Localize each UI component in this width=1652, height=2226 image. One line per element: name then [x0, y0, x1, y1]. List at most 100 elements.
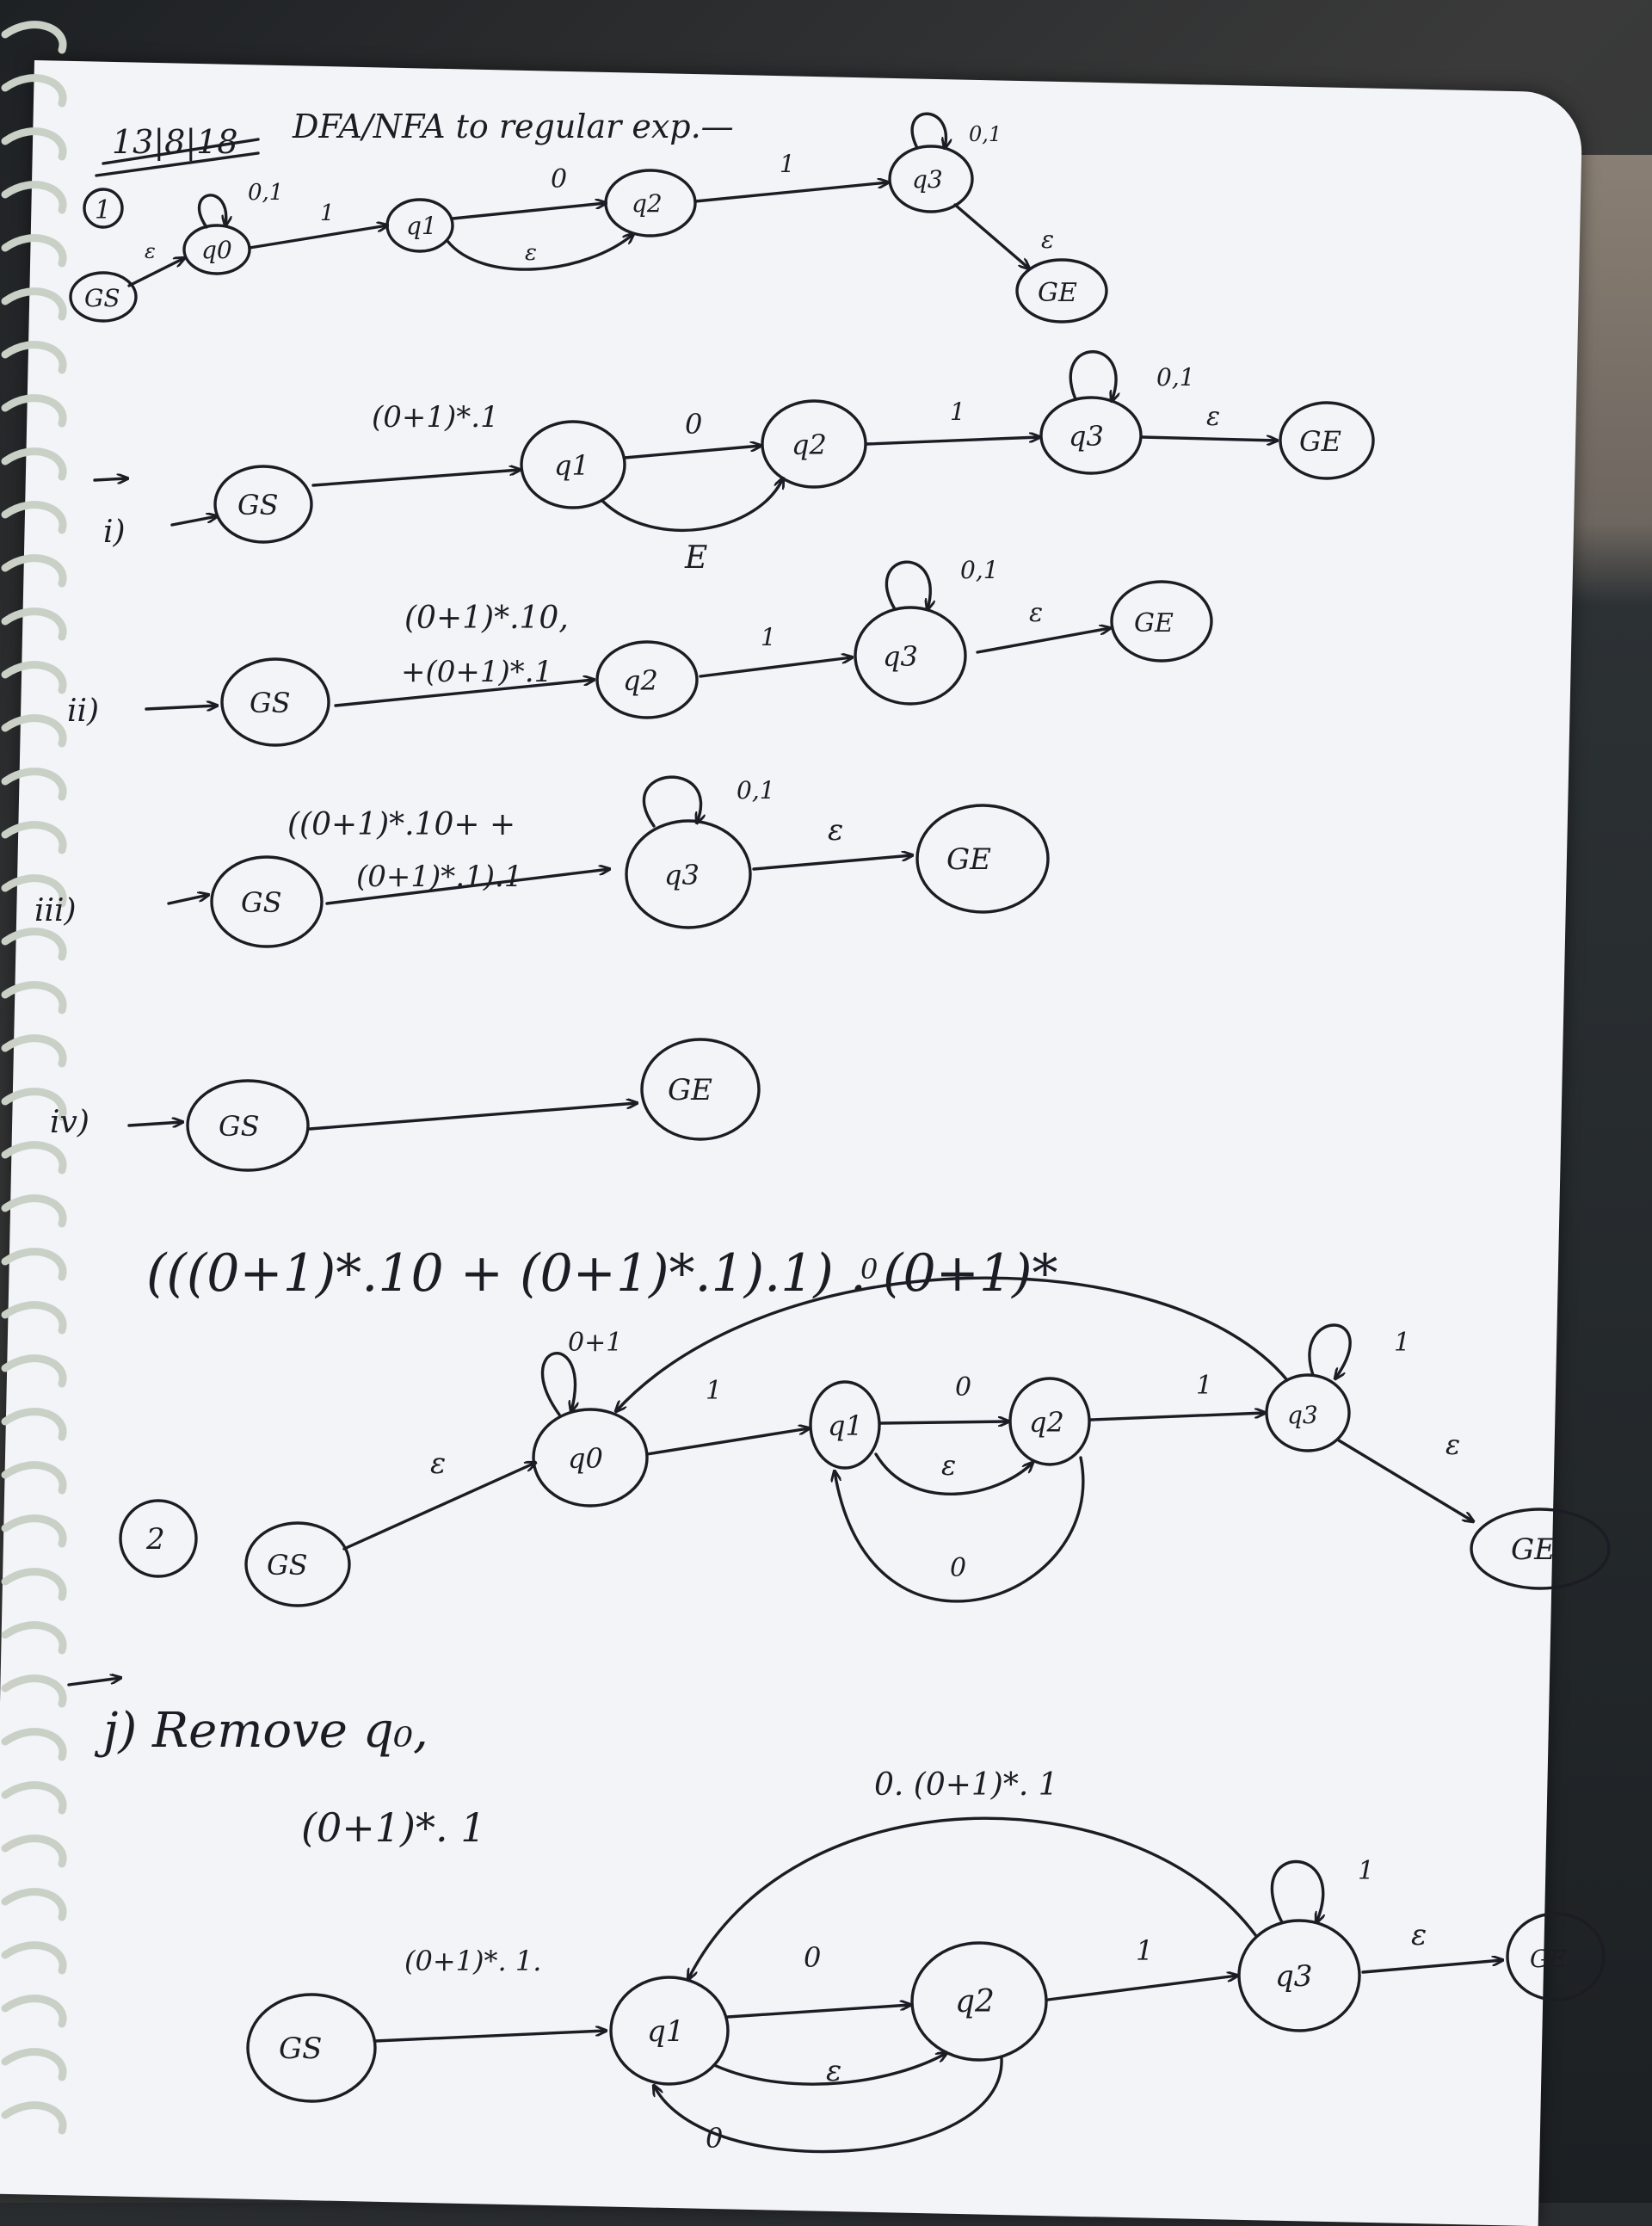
e2-state-ge — [1470, 1508, 1611, 1590]
spiral-ring — [1, 821, 67, 854]
d2-state-ge-label: GE — [1299, 425, 1341, 458]
e2-edge-q2-q3 — [1089, 1413, 1265, 1421]
j-state-gs-label: GS — [279, 2032, 322, 2066]
e2-edge-q3-loop — [1308, 1323, 1352, 1378]
header-title: DFA/NFA to regular exp.— — [292, 108, 734, 145]
spiral-ring — [1, 768, 67, 801]
spiral-ring — [1, 181, 67, 214]
d4-edge-q3-ge — [752, 855, 912, 871]
e2-edge-q1-q2-eps — [874, 1452, 1032, 1495]
d3-edge-q3-loop — [885, 560, 930, 609]
d3-state-gs — [220, 657, 330, 747]
d4-edge-gs-q3-label-bottom: (0+1)*.1).1 — [356, 860, 522, 894]
j-state-q3-label: q3 — [1275, 1959, 1312, 1994]
j-edge-q3-ge-label: ε — [1411, 1918, 1427, 1952]
spiral-ring — [1, 2048, 67, 2081]
spiral-ring — [1, 1354, 67, 1388]
e2-state-q1-label: q1 — [828, 1409, 863, 1442]
d5-state-gs — [186, 1079, 310, 1172]
spiral-ring — [1, 1301, 67, 1335]
spiral-binding — [1, 21, 67, 2135]
d4-edge-q3-ge-label: ε — [828, 813, 843, 848]
j-note: (0+1)*. 1 — [301, 1804, 485, 1851]
j-edge-q2-q3 — [1046, 1976, 1237, 2001]
d4-state-ge-label: GE — [946, 842, 991, 877]
d1-edge-q1-q2 — [451, 203, 606, 220]
spiral-ring — [1, 1781, 67, 1815]
e2-state-q0 — [532, 1408, 649, 1508]
d2-state-q2-label: q2 — [792, 429, 827, 461]
e2-edge-q1-q2-label: 0 — [955, 1372, 971, 1403]
spiral-ring — [1, 981, 67, 1014]
d1-edge-q1-q2-eps — [446, 234, 633, 271]
j-state-ge-label: GE — [1530, 1945, 1567, 1973]
spiral-ring — [1, 1621, 67, 1655]
j-edge-q3-ge — [1361, 1960, 1502, 1974]
d1-edge-q0-loop-label: 0,1 — [248, 180, 283, 206]
j-start-arrow — [67, 1678, 120, 1686]
e2-edge-q3-q0-arc-label: 0 — [860, 1253, 878, 1286]
d2-edge-q3-loop-label: 0,1 — [1156, 363, 1195, 392]
e2-edge-q3-ge-label: ε — [1446, 1428, 1460, 1461]
d2-edge-q1-q2-eps-label: E — [684, 540, 707, 576]
d4-state-q3-label: q3 — [664, 859, 700, 891]
d4-state-q3 — [625, 819, 752, 929]
spiral-ring — [1, 1194, 67, 1228]
spiral-ring — [1, 1568, 67, 1601]
d1-edge-q2-q3-label: 1 — [780, 150, 795, 178]
d3-edge-q3-ge-label: ε — [1029, 598, 1043, 628]
step-ii-label: ii) — [67, 694, 99, 729]
e2-edge-q1-q2 — [878, 1421, 1008, 1423]
d1-edge-q1-q2-eps-label: ε — [525, 240, 537, 266]
d2-start-arrow — [93, 478, 127, 480]
spiral-ring — [1, 714, 67, 748]
step-j-label: j) Remove q₀, — [94, 1703, 428, 1759]
d3-state-q2-label: q2 — [623, 664, 658, 697]
d3-state-q2 — [595, 640, 699, 719]
d1-edge-gs-q0 — [127, 258, 184, 287]
d3-edge-q3-loop-label: 0,1 — [960, 556, 999, 584]
d4-edge-gs-q3 — [325, 869, 609, 905]
d3-edge-gs-q2-label-top: (0+1)*.10, — [404, 601, 569, 636]
spiral-ring — [1, 1674, 67, 1708]
d2-state-q3-label: q3 — [1069, 420, 1104, 453]
d2-edge-q3-ge-label: ε — [1206, 402, 1220, 432]
d4-start-arrow — [167, 895, 208, 905]
d2-gs-arrow — [170, 516, 217, 527]
d1-state-ge-label: GE — [1038, 278, 1077, 308]
e2-edge-q0-loop — [540, 1352, 575, 1416]
e2-edge-q3-loop-label: 1 — [1394, 1328, 1410, 1358]
d1-edge-gs-q0-label: ε — [145, 239, 156, 263]
j-edge-q3-q1-arc — [688, 1816, 1258, 1979]
spiral-ring — [1, 1461, 67, 1495]
spiral-ring — [1, 1408, 67, 1441]
d1-edge-q2-q3 — [693, 182, 888, 203]
e2-state-ge-label: GE — [1511, 1532, 1556, 1567]
d2-edge-q1-q2-label: 0 — [685, 408, 702, 441]
spiral-ring — [1, 928, 67, 961]
spiral-ring — [1, 661, 67, 694]
e2-edge-q0-loop-label: 0+1 — [568, 1328, 622, 1358]
date-underline — [95, 138, 260, 177]
spiral-ring — [1, 554, 67, 588]
j-edge-back — [654, 2056, 1003, 2154]
d2-edge-q1-q2-eps — [601, 478, 783, 533]
spiral-ring — [1, 1141, 67, 1175]
e2-state-q2-label: q2 — [1029, 1406, 1064, 1439]
e2-edge-q3-q0-arc — [616, 1276, 1289, 1411]
d3-edge-gs-q2-label-bottom: +(0+1)*.1 — [401, 655, 552, 689]
d5-state-gs-label: GS — [219, 1110, 259, 1143]
d1-state-q1-label: q1 — [406, 212, 437, 240]
d1-edge-q3-loop — [910, 112, 946, 148]
d1-edge-q3-ge — [953, 203, 1029, 268]
spiral-ring — [1, 1034, 67, 1068]
spiral-ring — [1, 501, 67, 534]
d4-edge-q3-loop — [642, 775, 700, 828]
d4-edge-gs-q3-label-top: ((0+1)*.10+ + — [287, 807, 515, 842]
d1-state-q3-label: q3 — [912, 165, 943, 194]
d1-edge-q0-q1 — [248, 225, 387, 250]
d3-state-ge-label: GE — [1134, 608, 1174, 638]
j-edge-q1-q2-label: 0 — [804, 1941, 821, 1974]
d1-edge-q0-q1-label: 1 — [320, 200, 335, 226]
